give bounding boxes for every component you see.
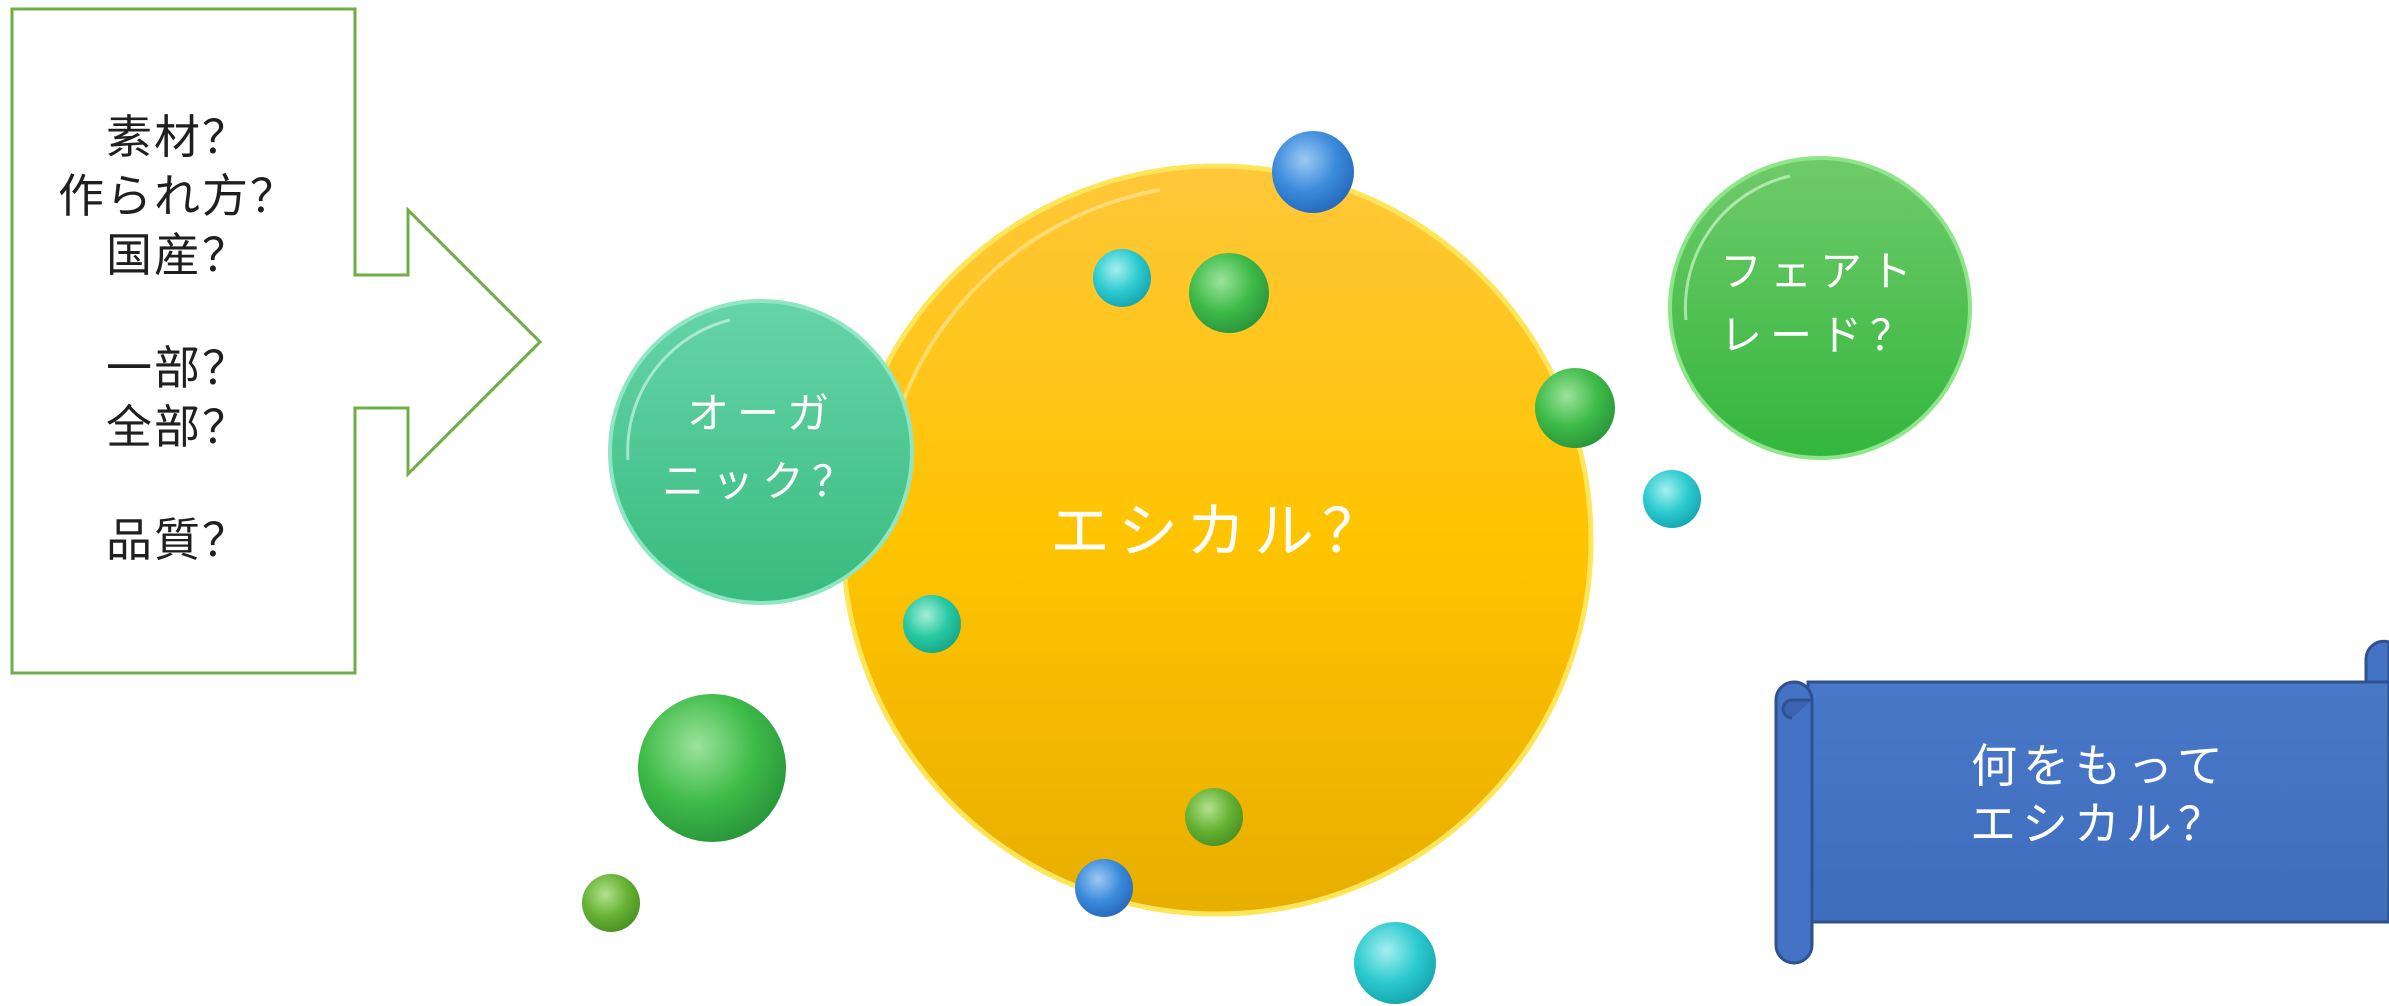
- scroll-line-2: エシカル？: [1970, 797, 2230, 851]
- callout-line-material: 素材？: [106, 110, 250, 164]
- bubbles: [582, 131, 1701, 1004]
- callout-line-domestic: 国産？: [106, 228, 250, 282]
- main-circle-label: エシカル？: [1020, 496, 1420, 568]
- organic-circle-highlight: [626, 318, 731, 461]
- callout-line-how-made: 作られ方？: [58, 169, 298, 223]
- arrow-callout-shape: [10, 7, 543, 675]
- bubble-green-right: [1535, 368, 1615, 448]
- bubble-olive-bottom: [1185, 788, 1243, 846]
- organic-circle: [608, 299, 914, 605]
- fairtrade-circle-highlight: [1683, 174, 1791, 321]
- scroll-banner-label: 何をもって エシカル？: [1830, 737, 2370, 853]
- main-circle-text: エシカル？: [1050, 497, 1390, 567]
- scroll-line-1: 何をもって: [1971, 739, 2229, 793]
- bubble-teal-right: [1643, 470, 1701, 528]
- fairtrade-circle: [1668, 156, 1972, 460]
- bubble-sea-left: [903, 595, 961, 653]
- fairtrade-line-2: レード？: [1719, 311, 1920, 360]
- organic-line-1: オーガ: [686, 389, 837, 438]
- organic-circle-label: オーガ ニック？: [612, 380, 912, 516]
- bubble-blue-bottom: [1075, 859, 1133, 917]
- bubble-green-large: [638, 694, 786, 842]
- callout-text: 素材？ 作られ方？ 国産？ 一部？ 全部？ 品質？: [12, 108, 344, 570]
- callout-line-quality: 品質？: [106, 513, 250, 567]
- callout-line-partial: 一部？: [106, 341, 250, 395]
- bubble-teal-bottom: [1354, 922, 1436, 1004]
- fairtrade-line-1: フェアト: [1719, 247, 1920, 296]
- callout-line-all: 全部？: [106, 400, 250, 454]
- fairtrade-circle-label: フェアト レード？: [1670, 240, 1970, 368]
- bubble-olive-small: [582, 874, 640, 932]
- scroll-banner: [1774, 639, 2389, 965]
- bubble-blue-top: [1272, 131, 1354, 213]
- bubble-teal-top: [1093, 249, 1151, 307]
- organic-line-2: ニック？: [661, 457, 862, 506]
- bubble-green-top: [1189, 253, 1269, 333]
